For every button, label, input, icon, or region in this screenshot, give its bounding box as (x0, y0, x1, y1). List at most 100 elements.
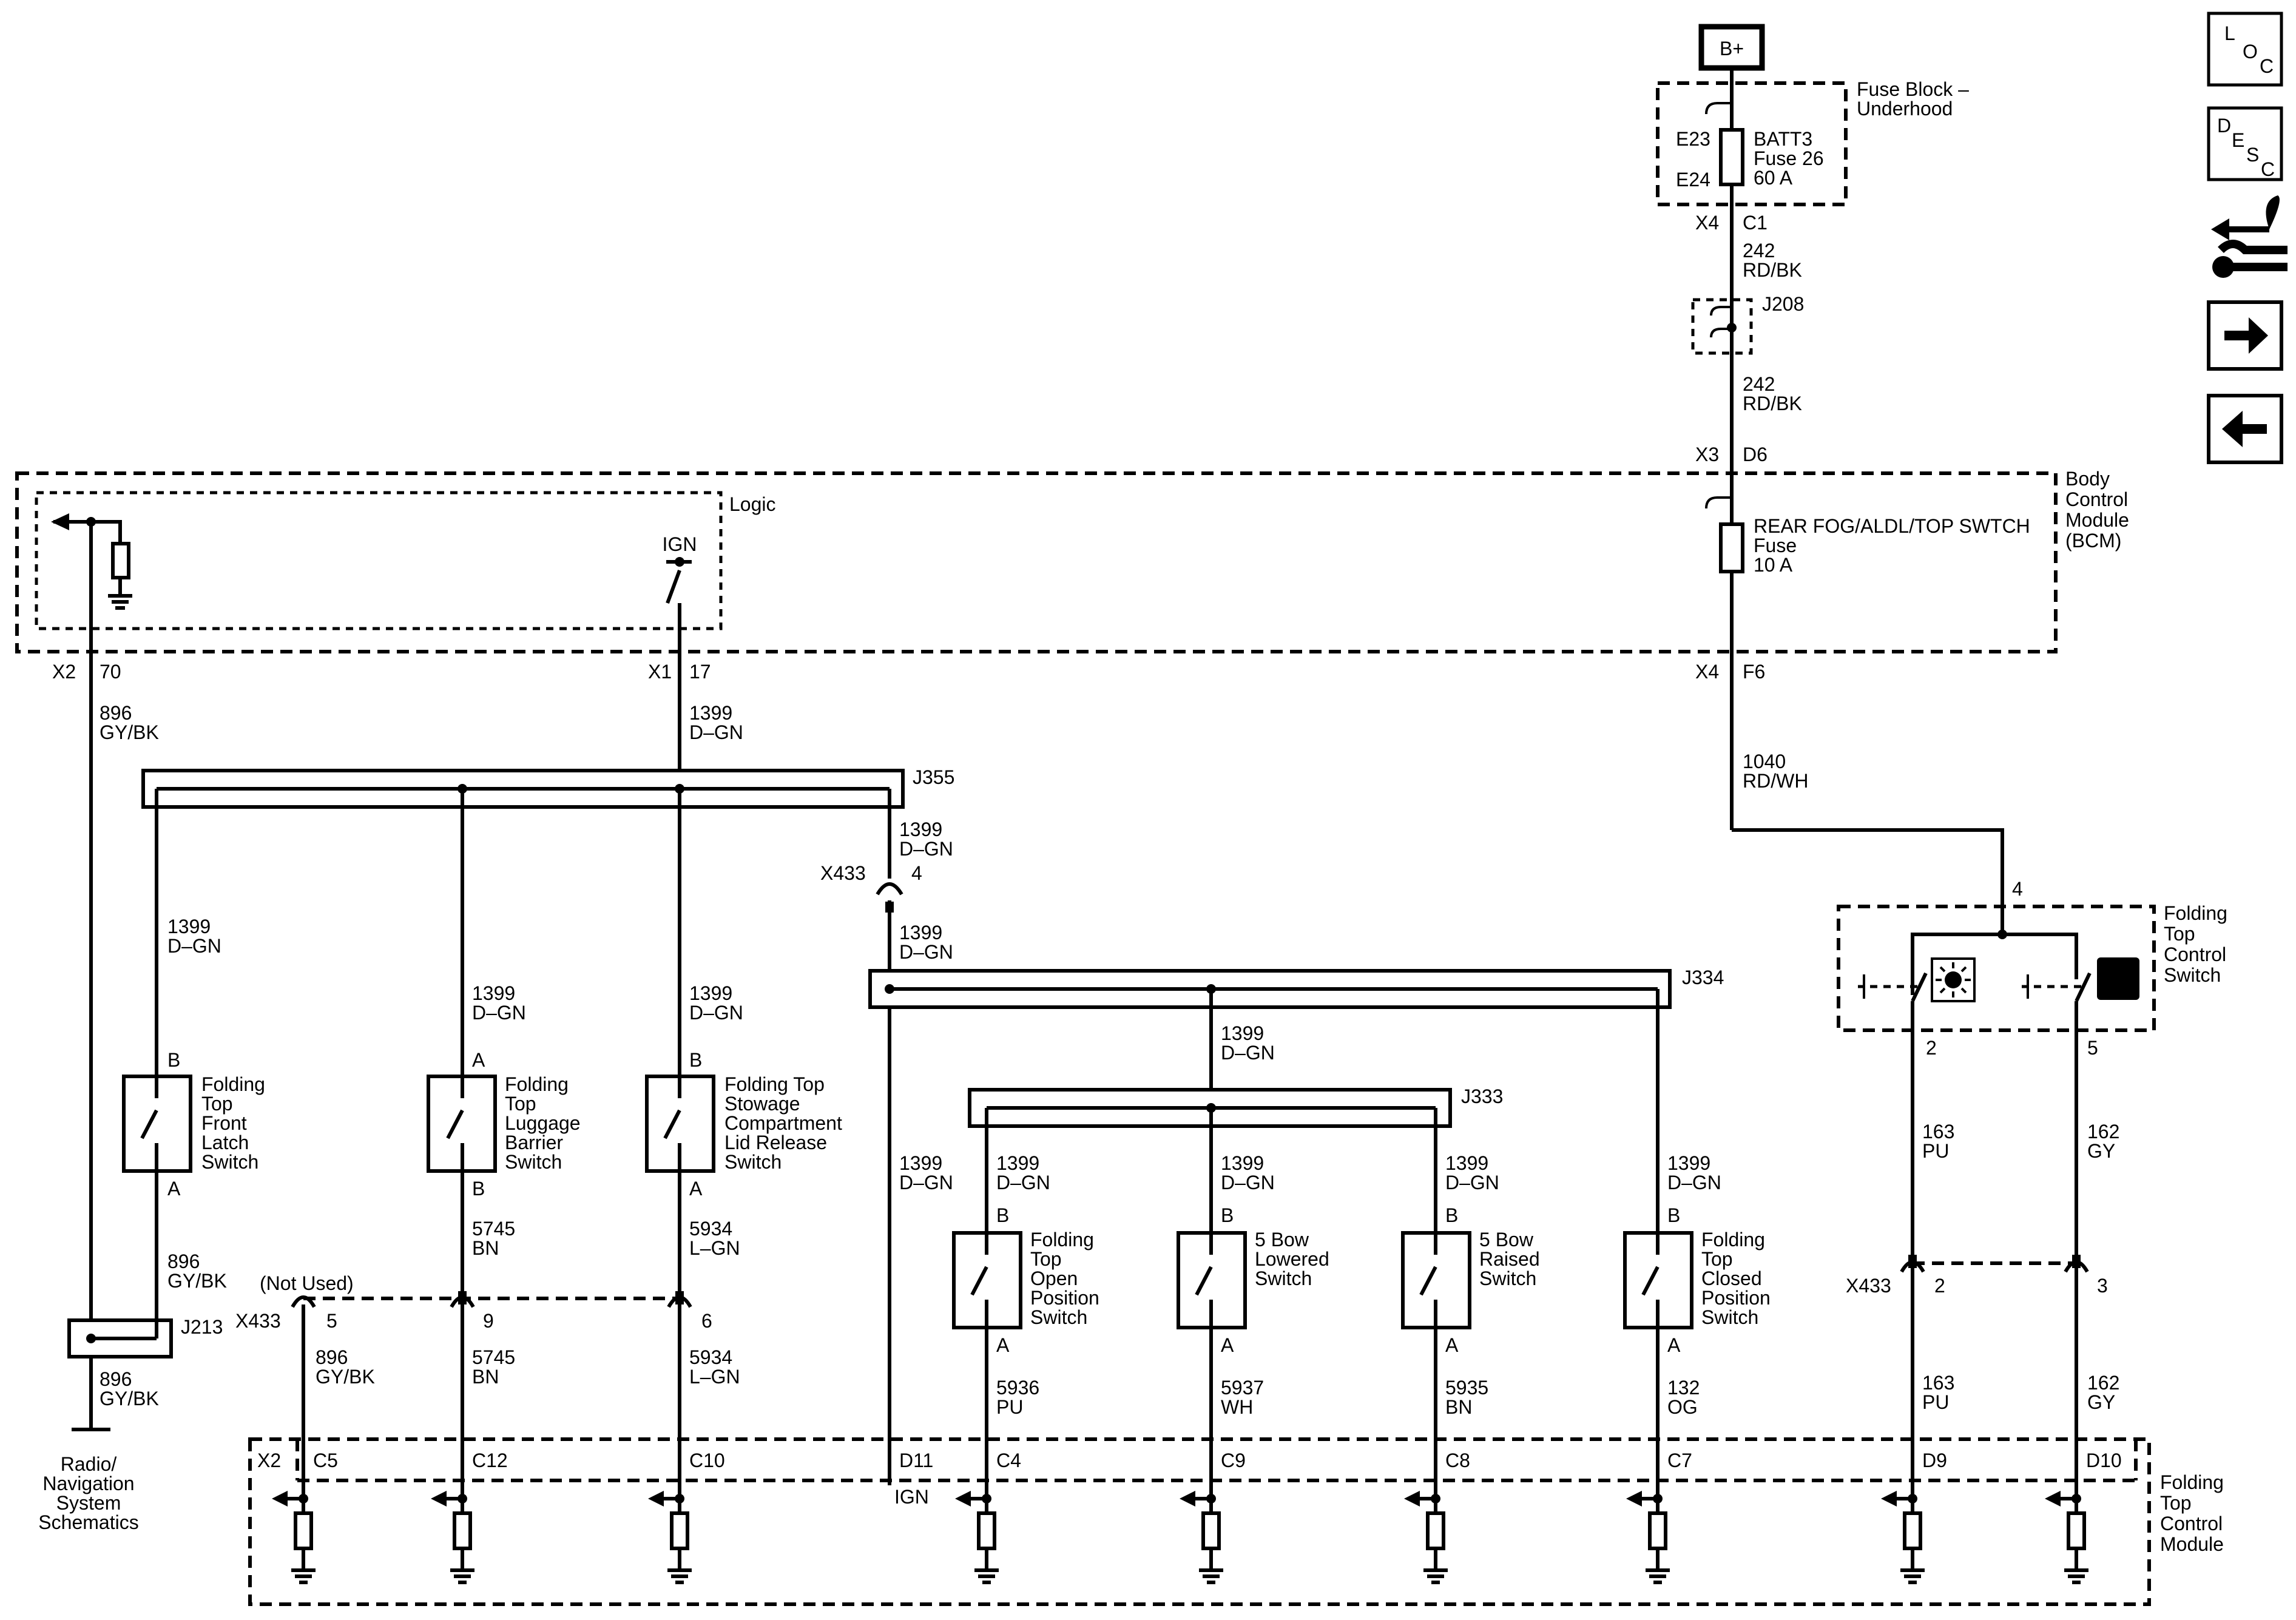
module-input-c8 (1404, 1485, 1448, 1584)
x433-right-label: X433 (1846, 1275, 1891, 1297)
closed-name-2: Top (1701, 1248, 1733, 1270)
lowered-pin-bottom: A (1221, 1334, 1234, 1356)
w1399-closed-num: 1399 (1667, 1152, 1710, 1174)
conn-x4-bcm: X4 (1695, 661, 1719, 683)
location-button[interactable]: L O C (2207, 12, 2283, 87)
underhood-fuse-block: Fuse Block – Underhood E23 E24 BATT3 Fus… (1656, 78, 1969, 206)
luggage-name-4: Barrier (505, 1132, 563, 1153)
module-pin-c8: C8 (1445, 1450, 1470, 1471)
right-arrow-icon (2249, 317, 2268, 354)
lowered-name-3: Switch (1255, 1267, 1312, 1289)
bcm-ign-label: IGN (663, 533, 697, 555)
raised-name-2: Raised (1479, 1248, 1540, 1270)
module-conn-x2: X2 (257, 1450, 281, 1471)
stowage-name-2: Stowage (724, 1093, 800, 1115)
ctrl-switch-name-1: Folding (2164, 902, 2227, 924)
module-name-2: Top (2160, 1492, 2192, 1514)
j213-label: J213 (181, 1316, 223, 1338)
w5937-num: 5937 (1221, 1377, 1264, 1399)
left-arrow-icon (2222, 411, 2243, 447)
front-latch-switch: 1399 D–GN B A Folding Top Front Latch Sw… (122, 789, 265, 1338)
connector-repair-icon[interactable] (2211, 195, 2288, 278)
stowage-name-5: Switch (724, 1151, 782, 1173)
stowage-name-1: Folding Top (724, 1073, 825, 1095)
conn-x4-top: X4 (1695, 212, 1719, 234)
wire-896-top-color: GY/BK (100, 721, 159, 743)
luggage-pin-bottom: B (472, 1178, 485, 1200)
latch-name-5: Switch (201, 1151, 258, 1173)
conn-x1: X1 (648, 661, 672, 683)
w1399-stowage-color: D–GN (689, 1002, 743, 1024)
battery-label: B+ (1720, 38, 1744, 59)
w1399-open-color: D–GN (996, 1172, 1050, 1193)
radio-label-4: Schematics (38, 1511, 138, 1533)
w1399-ign-num: 1399 (899, 1152, 942, 1174)
fuse-number: Fuse 26 (1754, 147, 1824, 169)
radio-navigation-reference[interactable]: Radio/ Navigation System Schematics (38, 1453, 138, 1533)
module-pin-c12: C12 (472, 1450, 508, 1471)
ctrl-switch-pin2: 2 (1926, 1037, 1937, 1059)
folding-top-control-switch[interactable]: Folding Top Control Switch (1837, 902, 2227, 1032)
connector-x433-right: X433 2 3 (1846, 1255, 2108, 1297)
w896-bot-color: GY/BK (100, 1388, 159, 1409)
latch-name-1: Folding (201, 1073, 265, 1095)
w1399-j334-color: D–GN (1221, 1042, 1275, 1064)
lowered-pin-top: B (1221, 1204, 1234, 1226)
logic-label: Logic (729, 493, 776, 515)
w1399-luggage-num: 1399 (472, 982, 515, 1004)
module-pin-c4: C4 (996, 1450, 1021, 1471)
x433-pin4-connector (876, 882, 903, 896)
w5935-num: 5935 (1445, 1377, 1488, 1399)
open-name-2: Top (1030, 1248, 1062, 1270)
j355-label: J355 (913, 766, 954, 788)
module-input-d10 (2045, 1485, 2088, 1584)
raised-name-3: Switch (1479, 1267, 1536, 1289)
w896-bot-num: 896 (100, 1368, 132, 1390)
lowered-name-2: Lowered (1255, 1248, 1329, 1270)
open-name-5: Switch (1030, 1306, 1087, 1328)
w1399-latch-color: D–GN (167, 935, 221, 957)
ctrl-switch-name-2: Top (2164, 923, 2195, 945)
closed-name-4: Position (1701, 1287, 1771, 1309)
bcm-label-2: Control (2065, 488, 2128, 510)
pin-17: 17 (689, 661, 711, 683)
module-pin-d11: D11 (899, 1450, 933, 1471)
w5745-bot-num: 5745 (472, 1346, 515, 1368)
next-page-button[interactable] (2207, 300, 2283, 371)
loc-letter-l: L (2224, 22, 2235, 44)
pin-70: 70 (100, 661, 121, 683)
closed-name-3: Closed (1701, 1267, 1762, 1289)
logic-block (35, 491, 723, 630)
module-pin-c5: C5 (313, 1450, 338, 1471)
module-input-c4 (955, 1485, 999, 1584)
w5934-top-num: 5934 (689, 1218, 732, 1240)
closed-pin-top: B (1667, 1204, 1680, 1226)
previous-page-button[interactable] (2207, 394, 2283, 464)
w162-top-num: 162 (2087, 1121, 2119, 1142)
conn-x3: X3 (1695, 444, 1719, 465)
w162-top-color: GY (2087, 1140, 2115, 1162)
latch-name-2: Top (201, 1093, 233, 1115)
stowage-pin-top: B (689, 1049, 702, 1071)
w132-num: 132 (1667, 1377, 1700, 1399)
wire-1399-top-num: 1399 (689, 702, 732, 724)
luggage-name-1: Folding (505, 1073, 569, 1095)
wire-896-top-num: 896 (100, 702, 132, 724)
w5745-top-num: 5745 (472, 1218, 515, 1240)
w5935-color: BN (1445, 1396, 1472, 1418)
w1399-stowage-num: 1399 (689, 982, 732, 1004)
w1399-x433out-color: D–GN (899, 941, 953, 963)
bcm-label-4: (BCM) (2065, 530, 2121, 552)
w5937-color: WH (1221, 1396, 1253, 1418)
w896-c5-num: 896 (316, 1346, 348, 1368)
desc-letter-c: C (2261, 158, 2275, 180)
bow-lowered-switch: 1399 D–GN B A 5 Bow Lowered Switch 5937 … (1177, 1108, 1329, 1485)
desc-letter-s: S (2246, 144, 2259, 166)
fuse-block-label-2: Underhood (1857, 98, 1953, 120)
module-input-c7 (1626, 1485, 1670, 1584)
description-button[interactable]: D E S C (2207, 106, 2283, 181)
module-pin-c10: C10 (689, 1450, 725, 1471)
ctrl-switch-pin5: 5 (2087, 1037, 2098, 1059)
